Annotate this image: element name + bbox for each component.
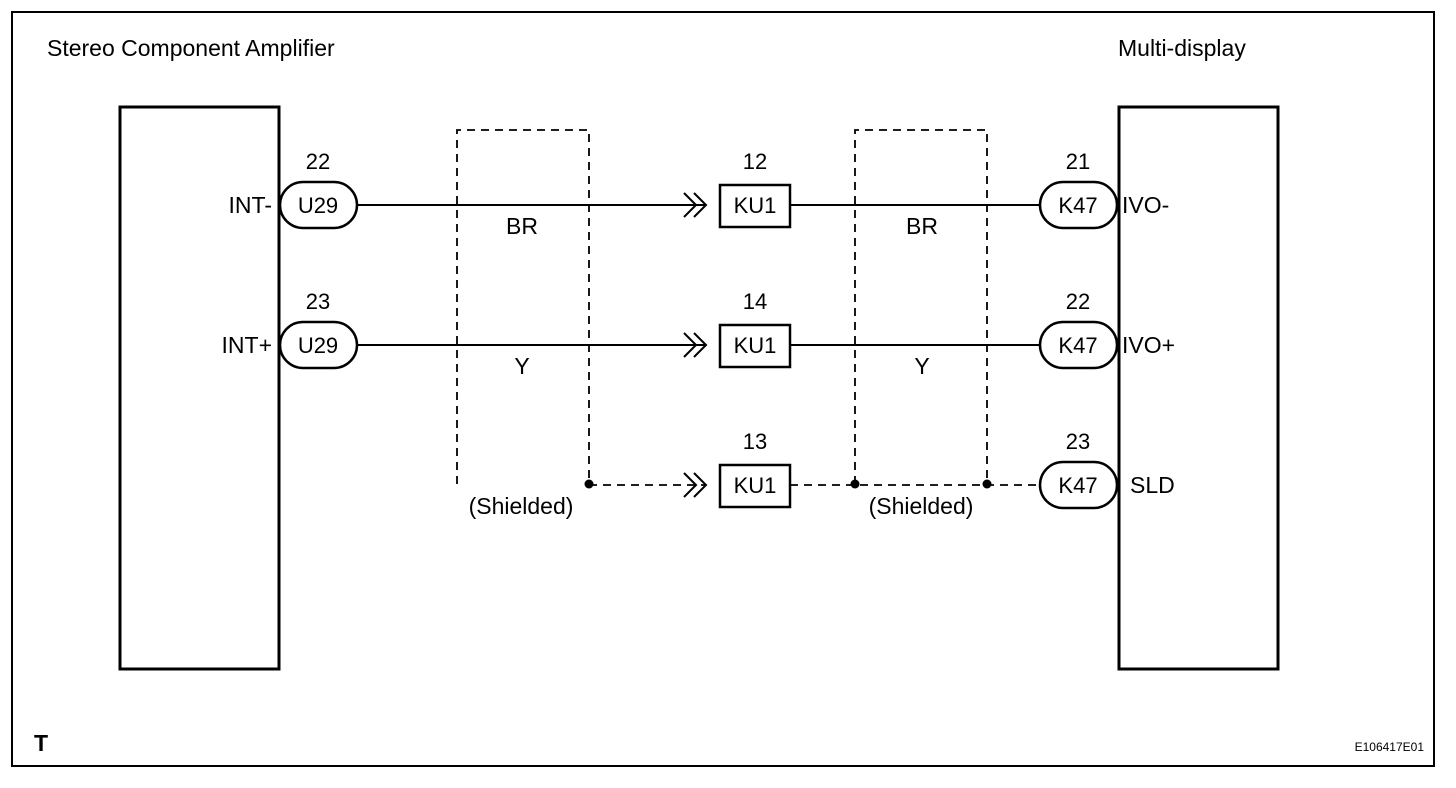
connector-k47: [1038, 320, 1119, 370]
shield-label-right: (Shielded): [869, 493, 974, 519]
stereo-component-amplifier-box: [118, 105, 281, 671]
connector-chevron-icon: [683, 472, 708, 498]
splice-point: [584, 479, 594, 489]
wire-color-label: Y: [914, 353, 929, 379]
pin-number: 22: [306, 149, 330, 174]
connector-label: U29: [298, 333, 338, 358]
right-component-title: Multi-display: [1118, 35, 1246, 61]
connector-label: K47: [1058, 333, 1097, 358]
circuit-shield: 13 KU1 23 K47 SLD: [584, 429, 1175, 510]
connector-ku1: [718, 463, 792, 509]
connector-chevron-icon: [683, 332, 708, 358]
pin-number: 14: [743, 289, 767, 314]
signal-label: INT+: [222, 332, 272, 358]
connector-label: K47: [1058, 473, 1097, 498]
circuit-int-minus: INT- 22 U29 BR 12 KU1 BR 21 K47 IVO-: [229, 149, 1170, 239]
connector-u29: [278, 320, 359, 370]
wire-color-label: BR: [506, 213, 538, 239]
shield-enclosure-right: [854, 129, 988, 484]
signal-label: IVO+: [1122, 332, 1175, 358]
pin-number: 23: [306, 289, 330, 314]
circuit-int-plus: INT+ 23 U29 Y 14 KU1 Y 22 K47 IVO+: [222, 289, 1176, 379]
connector-label: KU1: [734, 193, 777, 218]
corner-mark: T: [34, 730, 48, 756]
pin-number: 13: [743, 429, 767, 454]
diagram-frame: [11, 11, 1435, 767]
connector-k47: [1038, 460, 1119, 510]
wire-color-label: BR: [906, 213, 938, 239]
shield-enclosure-left: [456, 129, 590, 484]
left-component-title: Stereo Component Amplifier: [47, 35, 335, 61]
pin-number: 23: [1066, 429, 1090, 454]
connector-chevron-icon: [683, 192, 708, 218]
wire-color-label: Y: [514, 353, 529, 379]
pin-number: 21: [1066, 149, 1090, 174]
connector-label: U29: [298, 193, 338, 218]
connector-label: K47: [1058, 193, 1097, 218]
signal-label: SLD: [1130, 472, 1175, 498]
pin-number: 22: [1066, 289, 1090, 314]
connector-ku1: [718, 323, 792, 369]
connector-k47: [1038, 180, 1119, 230]
connector-label: KU1: [734, 473, 777, 498]
splice-point: [850, 479, 860, 489]
pin-number: 12: [743, 149, 767, 174]
figure-id: E106417E01: [1355, 740, 1425, 754]
signal-label: IVO-: [1122, 192, 1169, 218]
connector-ku1: [718, 183, 792, 229]
connector-label: KU1: [734, 333, 777, 358]
shield-label-left: (Shielded): [469, 493, 574, 519]
multi-display-box: [1117, 105, 1280, 671]
splice-point: [982, 479, 992, 489]
connector-u29: [278, 180, 359, 230]
signal-label: INT-: [229, 192, 272, 218]
